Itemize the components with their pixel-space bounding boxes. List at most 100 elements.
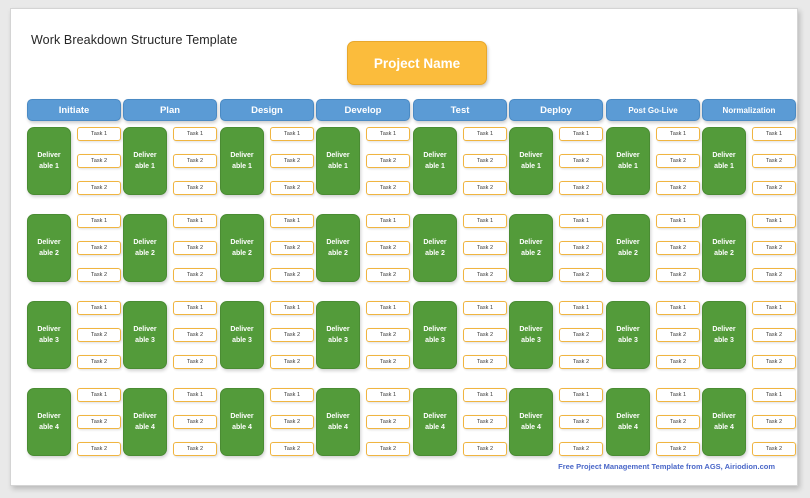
phase-header-initiate[interactable]: Initiate xyxy=(27,99,121,121)
task-box[interactable]: Task 2 xyxy=(77,268,121,282)
task-box[interactable]: Task 1 xyxy=(77,127,121,141)
task-box[interactable]: Task 1 xyxy=(752,214,796,228)
task-box[interactable]: Task 2 xyxy=(270,415,314,429)
task-box[interactable]: Task 2 xyxy=(559,355,603,369)
task-box[interactable]: Task 2 xyxy=(270,328,314,342)
task-box[interactable]: Task 2 xyxy=(366,415,410,429)
task-box[interactable]: Task 1 xyxy=(366,127,410,141)
task-box[interactable]: Task 2 xyxy=(656,415,700,429)
task-box[interactable]: Task 2 xyxy=(77,328,121,342)
task-box[interactable]: Task 1 xyxy=(366,388,410,402)
task-box[interactable]: Task 2 xyxy=(77,355,121,369)
task-box[interactable]: Task 2 xyxy=(77,154,121,168)
phase-header-deploy[interactable]: Deploy xyxy=(509,99,603,121)
phase-header-normalization[interactable]: Normalization xyxy=(702,99,796,121)
task-box[interactable]: Task 1 xyxy=(77,301,121,315)
task-box[interactable]: Task 2 xyxy=(463,328,507,342)
task-box[interactable]: Task 2 xyxy=(463,181,507,195)
task-box[interactable]: Task 1 xyxy=(752,388,796,402)
task-box[interactable]: Task 2 xyxy=(173,442,217,456)
task-box[interactable]: Task 1 xyxy=(173,214,217,228)
task-box[interactable]: Task 2 xyxy=(752,328,796,342)
phase-header-design[interactable]: Design xyxy=(220,99,314,121)
task-box[interactable]: Task 1 xyxy=(366,301,410,315)
task-box[interactable]: Task 1 xyxy=(463,127,507,141)
task-box[interactable]: Task 2 xyxy=(752,442,796,456)
task-box[interactable]: Task 2 xyxy=(752,241,796,255)
task-box[interactable]: Task 2 xyxy=(752,181,796,195)
task-box[interactable]: Task 2 xyxy=(366,328,410,342)
task-box[interactable]: Task 1 xyxy=(656,127,700,141)
task-box[interactable]: Task 2 xyxy=(173,328,217,342)
task-box[interactable]: Task 2 xyxy=(463,154,507,168)
task-box[interactable]: Task 2 xyxy=(656,442,700,456)
task-box[interactable]: Task 2 xyxy=(656,328,700,342)
task-box[interactable]: Task 2 xyxy=(173,241,217,255)
task-box[interactable]: Task 2 xyxy=(270,268,314,282)
task-box[interactable]: Task 1 xyxy=(77,388,121,402)
task-box[interactable]: Task 1 xyxy=(173,388,217,402)
task-box[interactable]: Task 2 xyxy=(559,442,603,456)
task-box[interactable]: Task 2 xyxy=(173,355,217,369)
project-name-box[interactable]: Project Name xyxy=(347,41,487,85)
task-box[interactable]: Task 2 xyxy=(463,415,507,429)
task-box[interactable]: Task 1 xyxy=(270,214,314,228)
task-box[interactable]: Task 1 xyxy=(366,214,410,228)
task-box[interactable]: Task 2 xyxy=(463,268,507,282)
task-box[interactable]: Task 2 xyxy=(656,154,700,168)
task-box[interactable]: Task 2 xyxy=(173,268,217,282)
task-box[interactable]: Task 2 xyxy=(656,268,700,282)
task-box[interactable]: Task 2 xyxy=(463,241,507,255)
task-box[interactable]: Task 1 xyxy=(173,127,217,141)
task-box[interactable]: Task 2 xyxy=(366,181,410,195)
task-box[interactable]: Task 2 xyxy=(752,154,796,168)
task-box[interactable]: Task 2 xyxy=(559,268,603,282)
task-box[interactable]: Task 2 xyxy=(173,154,217,168)
task-box[interactable]: Task 2 xyxy=(366,241,410,255)
phase-header-plan[interactable]: Plan xyxy=(123,99,217,121)
task-box[interactable]: Task 2 xyxy=(77,181,121,195)
task-box[interactable]: Task 2 xyxy=(559,328,603,342)
task-box[interactable]: Task 2 xyxy=(559,241,603,255)
phase-header-test[interactable]: Test xyxy=(413,99,507,121)
task-box[interactable]: Task 2 xyxy=(656,241,700,255)
task-box[interactable]: Task 2 xyxy=(366,154,410,168)
task-box[interactable]: Task 1 xyxy=(559,214,603,228)
task-box[interactable]: Task 2 xyxy=(463,442,507,456)
task-box[interactable]: Task 2 xyxy=(270,442,314,456)
task-box[interactable]: Task 2 xyxy=(270,154,314,168)
task-box[interactable]: Task 2 xyxy=(559,181,603,195)
task-box[interactable]: Task 1 xyxy=(559,301,603,315)
task-box[interactable]: Task 2 xyxy=(270,355,314,369)
task-box[interactable]: Task 1 xyxy=(463,301,507,315)
task-box[interactable]: Task 1 xyxy=(656,214,700,228)
task-box[interactable]: Task 2 xyxy=(270,241,314,255)
task-box[interactable]: Task 2 xyxy=(752,268,796,282)
task-box[interactable]: Task 2 xyxy=(366,442,410,456)
task-box[interactable]: Task 1 xyxy=(270,301,314,315)
task-box[interactable]: Task 2 xyxy=(173,415,217,429)
